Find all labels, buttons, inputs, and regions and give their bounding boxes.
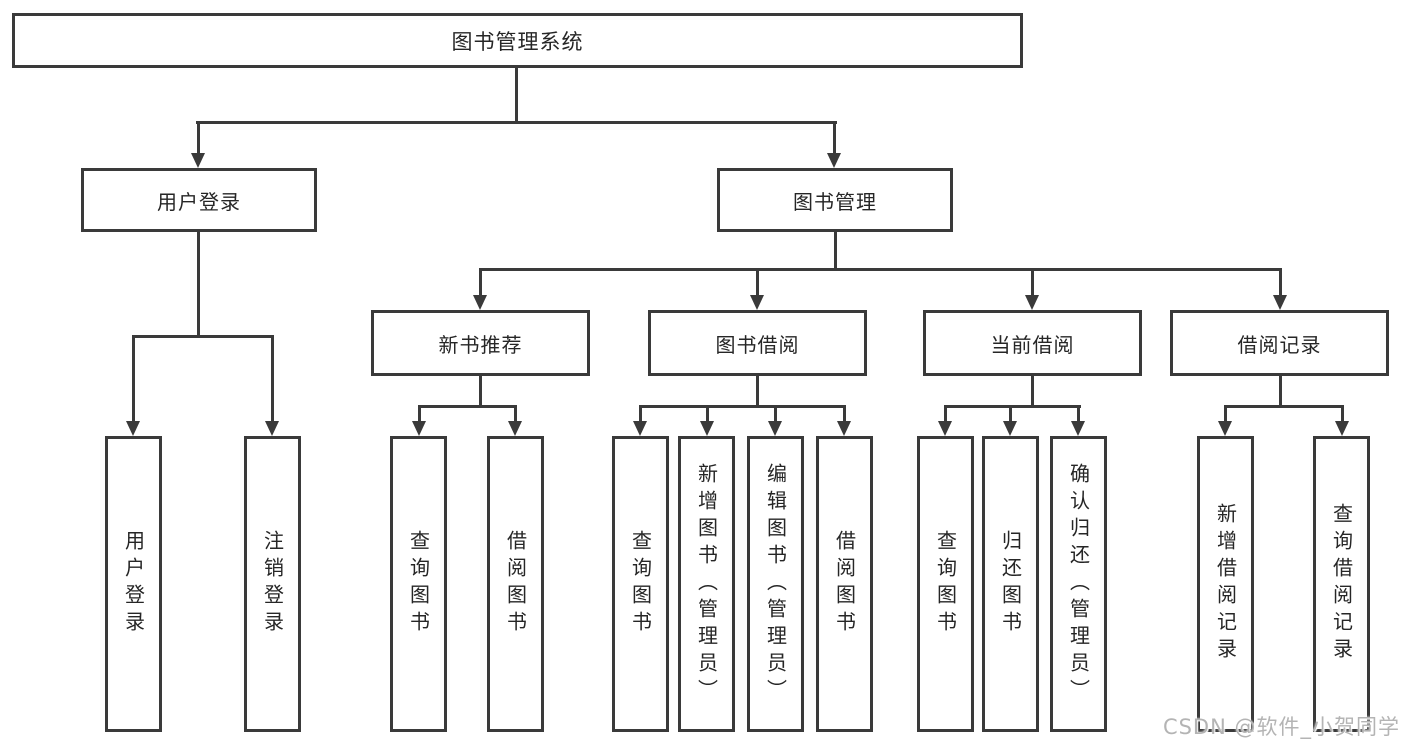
leaf-borrow-books-1-label: 借阅图书 [503,530,528,638]
arrow-down-icon [768,421,782,436]
node-user-login: 用户登录 [81,168,317,232]
arrow-down-icon [827,153,841,168]
arrow-down-icon [1335,421,1349,436]
leaf-borrow-books-2-label: 借阅图书 [832,530,857,638]
arrow-down-icon [508,421,522,436]
leaf-add-borrow-record: 新增借阅记录 [1197,436,1254,732]
node-new-book-recommend-label: 新书推荐 [438,332,523,357]
arrow-down-icon [191,153,205,168]
connector-drop-new-books [479,268,482,297]
leaf-query-books-2: 查询图书 [612,436,669,732]
connector-records-bar [1224,405,1344,408]
node-root: 图书管理系统 [12,13,1023,68]
connector-book-borrow-bar [639,405,846,408]
leaf-return-books: 归还图书 [982,436,1039,732]
connector-drop [843,405,846,423]
connector-book-mgmt-bar [479,268,1282,271]
leaf-edit-books-admin: 编辑图书（管理员） [747,436,804,732]
connector-book-borrow-stub [756,376,759,408]
leaf-borrow-books-1: 借阅图书 [487,436,544,732]
leaf-query-borrow-record-label: 查询借阅记录 [1329,503,1354,665]
arrow-down-icon [412,421,426,436]
arrow-down-icon [1003,421,1017,436]
connector-drop [774,405,777,423]
arrow-down-icon [1071,421,1085,436]
connector-records-stub [1279,376,1282,408]
connector-user-login-stub [197,232,200,338]
node-current-borrowing-label: 当前借阅 [990,332,1075,357]
connector-drop [1224,405,1227,423]
connector-drop [1009,405,1012,423]
leaf-query-borrow-record: 查询借阅记录 [1313,436,1370,732]
node-new-book-recommend: 新书推荐 [371,310,590,376]
arrow-down-icon [837,421,851,436]
arrow-down-icon [265,421,279,436]
connector-root-stub [515,68,518,124]
connector-drop-book-borrow [756,268,759,297]
connector-drop-book-mgmt [833,121,836,155]
arrow-down-icon [700,421,714,436]
connector-current-borrow-stub [1031,376,1034,408]
connector-book-mgmt-stub [834,232,837,271]
arrow-down-icon [126,421,140,436]
node-borrowing-records-label: 借阅记录 [1237,332,1322,357]
connector-drop [514,405,517,423]
leaf-add-borrow-record-label: 新增借阅记录 [1213,503,1238,665]
leaf-query-books-1: 查询图书 [390,436,447,732]
arrow-down-icon [473,295,487,310]
connector-drop [944,405,947,423]
connector-drop-current-borrow [1031,268,1034,297]
leaf-query-books-2-label: 查询图书 [628,530,653,638]
arrow-down-icon [633,421,647,436]
connector-drop [639,405,642,423]
leaf-borrow-books-2: 借阅图书 [816,436,873,732]
leaf-query-books-3-label: 查询图书 [933,530,958,638]
leaf-query-books-3: 查询图书 [917,436,974,732]
arrow-down-icon [938,421,952,436]
connector-drop [706,405,709,423]
node-user-login-label: 用户登录 [157,189,241,214]
connector-drop-leaf-login [132,335,135,423]
connector-drop [1341,405,1344,423]
connector-drop-user-login [197,121,200,155]
leaf-logout-label: 注销登录 [260,530,285,638]
leaf-edit-books-admin-label: 编辑图书（管理员） [763,462,788,706]
node-book-management: 图书管理 [717,168,953,232]
arrow-down-icon [1273,295,1287,310]
csdn-watermark: CSDN @软件_小贺同学 [1162,715,1400,739]
leaf-add-books-admin: 新增图书（管理员） [678,436,735,732]
connector-current-borrow-bar [944,405,1081,408]
node-current-borrowing: 当前借阅 [923,310,1142,376]
node-book-borrowing: 图书借阅 [648,310,867,376]
leaf-return-books-label: 归还图书 [998,530,1023,638]
connector-new-book-stub [479,376,482,408]
connector-root-bar [196,121,837,124]
connector-user-login-bar [132,335,274,338]
leaf-confirm-return-admin-label: 确认归还（管理员） [1066,462,1091,706]
connector-drop [1077,405,1080,423]
connector-drop-borrow-records [1279,268,1282,297]
connector-new-book-bar [418,405,516,408]
leaf-user-login-label: 用户登录 [121,530,146,638]
connector-drop-leaf-logout [271,335,274,423]
leaf-query-books-1-label: 查询图书 [406,530,431,638]
leaf-logout: 注销登录 [244,436,301,732]
leaf-user-login: 用户登录 [105,436,162,732]
leaf-add-books-admin-label: 新增图书（管理员） [694,462,719,706]
arrow-down-icon [1218,421,1232,436]
node-borrowing-records: 借阅记录 [1170,310,1389,376]
leaf-confirm-return-admin: 确认归还（管理员） [1050,436,1107,732]
node-book-borrowing-label: 图书借阅 [715,332,800,357]
connector-drop [418,405,421,423]
arrow-down-icon [750,295,764,310]
arrow-down-icon [1025,295,1039,310]
node-root-label: 图书管理系统 [451,29,584,54]
node-book-management-label: 图书管理 [793,189,877,214]
